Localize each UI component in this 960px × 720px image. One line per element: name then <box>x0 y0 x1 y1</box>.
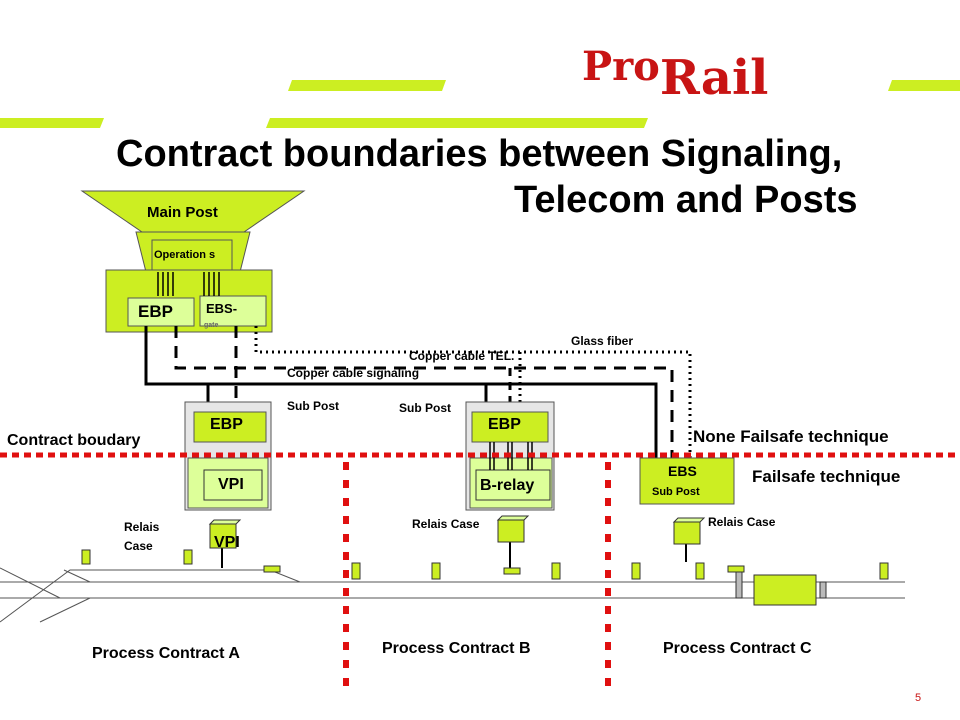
copper-tel-label: Copper cable TEL. <box>409 349 515 363</box>
subpost-b-ebp-box <box>471 411 549 443</box>
relais-case-b-label: Relais Case <box>412 517 480 531</box>
operations-label: Operation s <box>154 249 216 261</box>
subpost-b-relay-label: B-relay <box>480 477 535 494</box>
process-contract-b: Process Contract B <box>382 640 531 657</box>
main-ebs-label: EBS- <box>206 301 238 316</box>
header-accent-bars <box>0 80 960 128</box>
page-number: 5 <box>915 692 922 704</box>
ebs-subpost-box <box>639 457 735 505</box>
copper-tel-cable-dashed <box>174 326 674 458</box>
subpost-a-vpi-label: VPI <box>218 476 244 493</box>
ebs-label: EBS <box>668 463 697 479</box>
process-contract-c: Process Contract C <box>663 640 812 657</box>
main-post-label: Main Post <box>147 204 218 221</box>
relais-case-c <box>672 517 706 562</box>
relais-case-a <box>208 519 242 568</box>
main-ebs-sublabel: gate <box>204 322 219 329</box>
main-ebp-box <box>127 297 195 327</box>
glass-fiber-cable <box>254 326 692 458</box>
subpost-b-relay-box <box>475 469 551 501</box>
glass-fiber-label: Glass fiber <box>571 334 634 348</box>
copper-signaling-cable <box>144 326 658 458</box>
operations-connectors <box>157 272 220 296</box>
track-point-machines <box>263 565 745 575</box>
subpost-b-ebp-label: EBP <box>488 416 521 433</box>
subpost-a-ebp-label: EBP <box>210 416 243 433</box>
ebs-subpost-label: Sub Post <box>652 486 700 498</box>
relais-case-c-label: Relais Case <box>708 515 776 529</box>
logo-part-rail: Rail <box>659 50 769 106</box>
slide-title-line1: Contract boundaries between Signaling, <box>116 133 843 175</box>
failsafe-label: Failsafe technique <box>752 467 901 486</box>
subpost-a-ebp-box <box>193 411 267 443</box>
relais-case-a-label: Relais Case <box>124 520 160 553</box>
subpost-a-label: Sub Post <box>287 399 340 413</box>
subpost-a-vpi-box <box>203 469 263 501</box>
process-contract-a: Process Contract A <box>92 645 240 662</box>
slide-title-line2: Telecom and Posts <box>514 179 858 221</box>
vpi-overlay-label: VPI <box>214 534 240 551</box>
main-ebp-label: EBP <box>138 302 173 321</box>
track-signals <box>81 549 889 580</box>
contract-boundary-label: Contract boudary <box>7 432 141 449</box>
operations-box <box>151 239 233 271</box>
non-failsafe-label: None Failsafe technique <box>693 427 889 446</box>
logo-part-pro: Pro <box>582 43 660 90</box>
level-crossing <box>735 571 827 606</box>
prorail-logo: ProRail <box>582 40 768 103</box>
copper-signaling-label: Copper cable signaling <box>287 366 420 380</box>
subpost-b-label: Sub Post <box>399 401 452 415</box>
relais-case-b <box>496 515 530 568</box>
main-ebs-box <box>199 295 267 327</box>
